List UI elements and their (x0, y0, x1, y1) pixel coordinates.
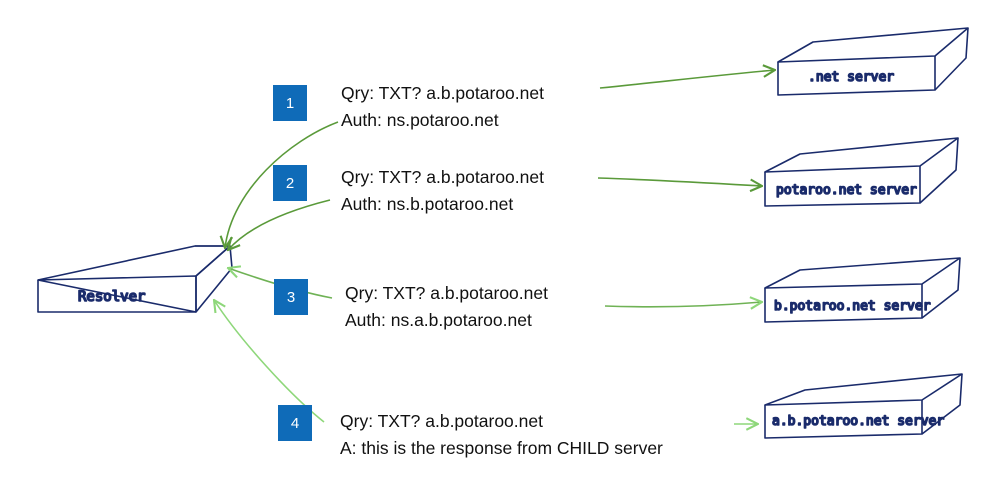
arrow-step3-query (604, 302, 762, 307)
step1-detail: Auth: ns.potaroo.net (341, 110, 499, 130)
step3-query: Qry: TXT? a.b.potaroo.net (345, 283, 548, 303)
step-badge-2: 2 (273, 165, 307, 201)
server-label-a-b-potaroo-net: a.b.potaroo.net server (772, 414, 944, 429)
step4-detail: A: this is the response from CHILD serve… (340, 438, 663, 458)
server-a-b-potaroo-net: a.b.potaroo.net server (764, 373, 963, 439)
resolver-box: Resolver (37, 245, 233, 313)
step4-query: Qry: TXT? a.b.potaroo.net (340, 411, 543, 431)
resolver-label: Resolver (78, 289, 145, 305)
step-badge-1: 1 (273, 85, 307, 121)
step-badge-4: 4 (278, 405, 312, 441)
arrow-step4-reply (214, 300, 325, 423)
step1-query: Qry: TXT? a.b.potaroo.net (341, 83, 544, 103)
step-badge-3: 3 (274, 279, 308, 315)
server-net: .net server (777, 27, 969, 96)
arrow-step2-reply (228, 199, 331, 250)
step2-query: Qry: TXT? a.b.potaroo.net (341, 167, 544, 187)
server-label-net: .net server (808, 70, 894, 85)
step-text-3: Qry: TXT? a.b.potaroo.net Auth: ns.a.b.p… (345, 280, 548, 334)
arrow-step1-reply (225, 121, 339, 248)
step-text-1: Qry: TXT? a.b.potaroo.net Auth: ns.potar… (341, 80, 544, 134)
server-label-potaroo-net: potaroo.net server (776, 183, 917, 198)
arrow-step2-query (597, 177, 762, 186)
step2-detail: Auth: ns.b.potaroo.net (341, 194, 514, 214)
step3-detail: Auth: ns.a.b.potaroo.net (345, 310, 532, 330)
arrow-step1-query (599, 70, 775, 89)
server-label-b-potaroo-net: b.potaroo.net server (774, 299, 931, 314)
server-potaroo-net: potaroo.net server (764, 137, 959, 207)
server-b-potaroo-net: b.potaroo.net server (764, 257, 961, 323)
step-text-2: Qry: TXT? a.b.potaroo.net Auth: ns.b.pot… (341, 164, 544, 218)
step-text-4: Qry: TXT? a.b.potaroo.net A: this is the… (340, 408, 663, 462)
